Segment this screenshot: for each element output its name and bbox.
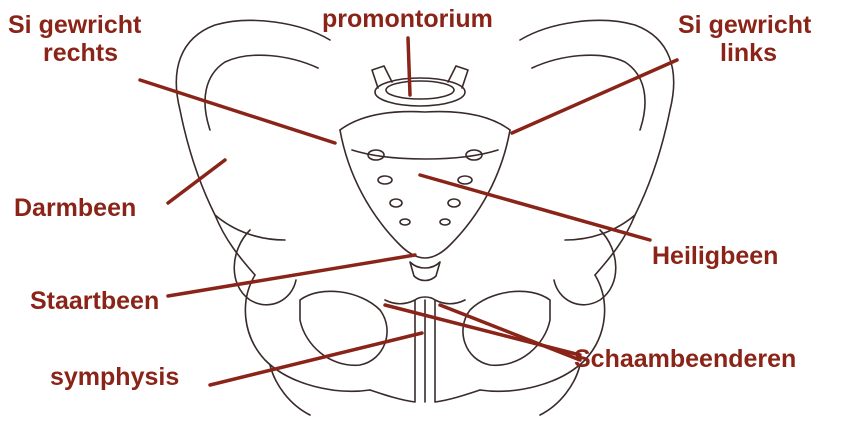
label-symphysis: symphysis xyxy=(50,364,179,392)
label-si-gewricht-rechts: Si gewricht rechts xyxy=(8,12,141,67)
label-pointer-lines xyxy=(140,38,677,385)
pointer-line-symphysis xyxy=(210,333,422,385)
label-staartbeen: Staartbeen xyxy=(30,288,159,316)
label-si-left-line1: Si gewricht xyxy=(678,12,811,40)
label-si-left-line2: links xyxy=(720,40,811,68)
label-si-right-line2: rechts xyxy=(43,40,141,68)
label-promontorium: promontorium xyxy=(322,6,493,34)
label-schaambeenderen: Schaambeenderen xyxy=(574,346,796,374)
pointer-line-si-left xyxy=(512,60,677,133)
label-si-right-line1: Si gewricht xyxy=(8,12,141,40)
pointer-line-schaambeen-2 xyxy=(440,305,580,360)
pointer-line-promontorium xyxy=(408,38,410,95)
label-heiligbeen: Heiligbeen xyxy=(652,243,778,271)
label-si-gewricht-links: Si gewricht links xyxy=(678,12,811,67)
pointer-line-si-right xyxy=(140,80,335,143)
pointer-line-staartbeen xyxy=(168,255,415,296)
label-darmbeen: Darmbeen xyxy=(14,195,136,223)
pointer-line-darmbeen xyxy=(168,160,225,203)
